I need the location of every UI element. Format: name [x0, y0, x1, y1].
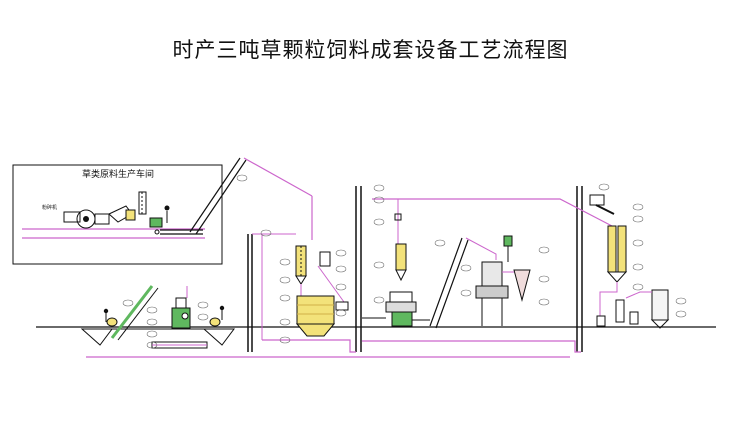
diagram-title: 时产三吨草颗粒饲料成套设备工艺流程图 [172, 38, 569, 62]
building-columns [247, 186, 583, 352]
equipment-tags [122, 174, 687, 349]
inset-small-label: 粉碎机 [42, 204, 57, 211]
bottom-pipes [86, 339, 581, 358]
inset-workshop: 草类原料生产车间 粉碎机 [12, 164, 223, 265]
pellet-mill-section [362, 198, 613, 329]
inset-title: 草类原料生产车间 [82, 168, 154, 180]
inclined-conveyor-1 [189, 157, 313, 240]
receiving-pit [80, 285, 235, 349]
packing-section [589, 194, 670, 329]
storage-bin-section [252, 233, 349, 340]
